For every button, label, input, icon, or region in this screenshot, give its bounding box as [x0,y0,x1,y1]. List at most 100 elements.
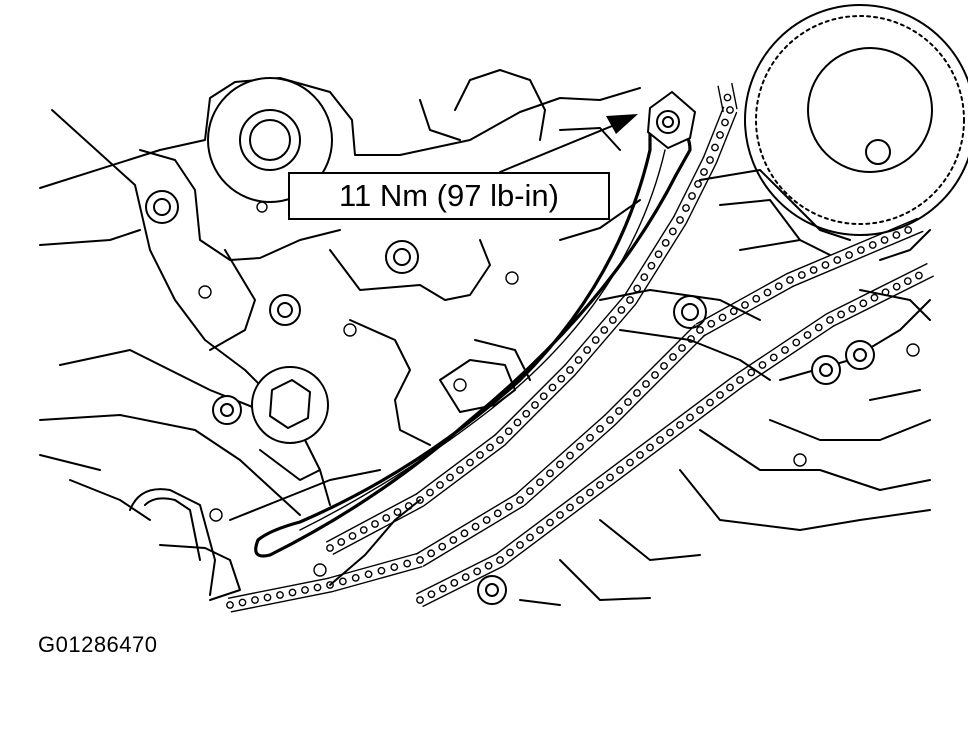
chain-edge [416,553,498,595]
chain-link [427,549,436,558]
chain-link [556,511,564,519]
chain-link [586,433,594,442]
chain-edge [331,566,423,593]
chain-link [676,421,684,429]
chain-link [288,588,297,597]
chain-link [301,586,309,594]
chain-link [870,293,879,302]
chain-link [586,488,594,497]
chain-link [326,544,334,552]
chain-link [803,331,812,339]
chain-edge [702,285,795,337]
chain-link [747,368,756,377]
chain-edge [523,424,616,506]
chain-link [531,401,539,409]
chain-link [723,93,732,102]
chain-link [707,319,716,328]
chain-link [661,238,670,247]
chain-link [752,294,761,303]
chain-link [624,398,632,406]
chain-link [276,591,284,599]
chain-link [859,299,868,308]
chain-link [522,409,531,418]
chain-link [536,478,544,487]
chain-edge [415,433,497,496]
bolt [477,575,507,605]
chain-edge [563,294,626,367]
chain-link [486,443,494,452]
chain-link [837,310,846,319]
chain-edge [695,273,788,325]
chain-link [626,458,634,467]
chain-link [616,466,624,474]
chain-edge [574,303,637,376]
chain-link [656,436,664,444]
bolt [385,240,419,274]
chain-link [404,502,413,510]
chain-link [694,180,702,188]
chain-link [377,566,386,575]
chain-link [626,296,634,304]
chain-link [484,561,493,570]
chain-link [914,271,923,280]
chain-link [393,508,402,516]
chain-edge [422,565,504,607]
chain-link [326,581,334,589]
chain-link [718,313,727,322]
chain-link [688,192,696,200]
chain-link [682,204,690,212]
chain-edge [826,263,928,315]
chain-link [359,526,368,534]
chain-link [726,383,734,392]
chain-link [651,371,659,379]
chain-link [758,361,767,369]
chain-link [904,226,913,234]
chain-edge [326,493,418,543]
chain-link [504,427,513,436]
torque-callout: 11 Nm (97 lb-in) [288,172,610,220]
chain-link [615,407,623,415]
chain-link [781,346,789,354]
chain-edge [332,505,424,555]
chain-link [903,277,912,286]
chain-edge [717,85,724,113]
chain-link [669,353,677,361]
chain-link [769,353,778,362]
chain-link [797,271,806,279]
chain-link [371,520,379,528]
bolt-group [145,190,875,605]
chain-link [566,503,574,512]
chain-edge [743,325,835,387]
chain-link [654,250,663,259]
chain-edge [685,162,717,224]
chain-link [416,556,424,564]
chain-link [636,451,644,459]
chain-edge [614,334,706,426]
chain-link [696,326,704,334]
mounting-holes [198,201,920,577]
chain-edge [495,493,577,556]
chain-link [337,538,346,546]
chain-link [546,518,554,527]
chain-edge [663,384,745,447]
chain-link [456,466,464,474]
chain-link [513,418,522,427]
chain-edge [673,156,705,218]
chain-link [792,338,801,347]
chain-link [496,436,504,444]
chain-link [774,282,783,291]
chain-link [390,563,399,572]
chain-edge [792,230,924,288]
chain-link [716,391,724,399]
chain-link [516,496,524,504]
chain-link [857,246,865,254]
chain-link [721,118,729,127]
chain-link [466,458,474,467]
chain-edge [623,215,675,297]
chain-link [473,567,482,576]
chain-link [476,451,484,459]
chain-link [833,256,842,264]
chain-link [646,443,654,452]
guide-bolt [646,90,697,150]
chain-link [351,573,360,582]
